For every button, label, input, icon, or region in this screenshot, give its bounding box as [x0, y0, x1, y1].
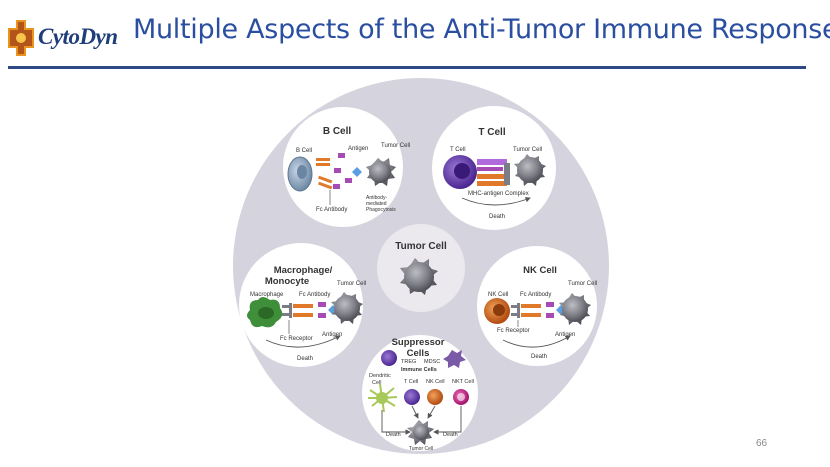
- b-tumor-label: Tumor Cell: [381, 143, 410, 149]
- m-tumor-label: Tumor Cell: [337, 281, 366, 287]
- m-fc-receptor-label: Fc Receptor: [280, 336, 313, 342]
- macrophage-label: Macrophage: [250, 292, 284, 298]
- dendritic-cell-icon: [368, 383, 398, 413]
- slide-title: Multiple Aspects of the Anti-Tumor Immun…: [133, 14, 830, 45]
- phagocytosis-label-3: Phagocytosis: [366, 207, 396, 213]
- m-fc-antibody-label: Fc Antibody: [299, 292, 330, 298]
- immune-cells-label: Immune Cells: [401, 367, 437, 373]
- fc-antibody-icon: [316, 158, 333, 190]
- treg-icon: [381, 350, 397, 366]
- suppressor-panel: Suppressor Cells TREG MDSC Immune Cells …: [362, 335, 478, 452]
- t-tumor-label: Tumor Cell: [513, 147, 542, 153]
- b-antigen-label: Antigen: [348, 146, 368, 152]
- mdsc-label: MDSC: [424, 359, 440, 365]
- nk-cell-title: NK Cell: [523, 265, 557, 276]
- logo-emblem-icon: [8, 20, 34, 56]
- mhc-complex-icon: [477, 159, 510, 186]
- macrophage-title-1: Macrophage/: [274, 265, 333, 276]
- mhc-complex-label: MHC-antigen Complex: [468, 191, 529, 197]
- sup-death-right-label: Death: [443, 432, 458, 438]
- sup-nk-cell-icon: [427, 389, 443, 405]
- tumor-cell-icon: [514, 154, 546, 186]
- b-cell-label: B Cell: [296, 148, 312, 154]
- sup-t-cell-icon: [404, 389, 420, 405]
- t-cell-title: T Cell: [478, 127, 505, 138]
- title-underline: [8, 66, 806, 69]
- cytodyn-logo: CytoDyn: [6, 18, 126, 62]
- nk-antigen-label: Antigen: [555, 332, 575, 338]
- sup-nk-cell-label: NK Cell: [426, 379, 445, 385]
- macrophage-icon: [247, 297, 283, 328]
- logo-text: CytoDyn: [38, 24, 118, 49]
- tumor-cell-icon: [407, 420, 434, 445]
- suppressor-title-1: Suppressor: [392, 337, 445, 348]
- sup-t-cell-label: T Cell: [404, 379, 418, 385]
- nk-label: NK Cell: [488, 292, 508, 298]
- t-cell-label: T Cell: [450, 147, 466, 153]
- b-cell-panel: B Cell B Cell Antigen Tumor Cell Fc Anti…: [283, 107, 410, 227]
- antigen-icon: [333, 153, 362, 189]
- tumor-cell-icon: [366, 158, 396, 186]
- tumor-cell-icon: [400, 258, 438, 295]
- fc-receptor-icon: [511, 303, 520, 318]
- suppressor-title-2: Cells: [407, 348, 430, 359]
- nk-cell-panel: NK Cell NK Cell Fc Antibody Tumor Cell F…: [477, 246, 597, 366]
- tumor-cell-icon: [331, 292, 363, 324]
- tumor-cell-icon: [559, 293, 591, 325]
- treg-label: TREG: [401, 359, 416, 365]
- nk-tumor-label: Tumor Cell: [568, 281, 597, 287]
- slide-header: CytoDyn Multiple Aspects of the Anti-Tum…: [0, 0, 830, 72]
- phagocytosis-label-2: mediated: [366, 201, 387, 207]
- macrophage-panel: Macrophage/ Monocyte Macrophage Fc Antib…: [239, 243, 366, 367]
- m-death-label: Death: [297, 356, 313, 362]
- sup-tumor-label: Tumor Cell: [409, 446, 433, 452]
- m-antigen-label: Antigen: [322, 332, 342, 338]
- nk-death-label: Death: [531, 354, 547, 360]
- t-death-label: Death: [489, 214, 505, 220]
- fc-antibody-icon: [293, 304, 313, 317]
- nk-fc-receptor-label: Fc Receptor: [497, 328, 530, 334]
- page-number: 66: [756, 438, 768, 449]
- t-cell-panel: T Cell T Cell Tumor Cell MHC-antigen Com…: [432, 106, 556, 230]
- mdsc-icon: [443, 350, 466, 368]
- b-fc-antibody-label: Fc Antibody: [316, 207, 347, 213]
- dendritic-label-1: Dendritic: [369, 373, 391, 379]
- b-cell-title: B Cell: [323, 126, 352, 137]
- fc-receptor-icon: [282, 303, 292, 318]
- sup-nkt-cell-label: NKT Cell: [452, 379, 474, 385]
- fc-antibody-icon: [521, 304, 541, 317]
- macrophage-title-2: Monocyte: [265, 276, 309, 287]
- center-tumor-panel: Tumor Cell: [377, 224, 465, 312]
- sup-death-left-label: Death: [386, 432, 401, 438]
- center-tumor-title: Tumor Cell: [395, 241, 447, 252]
- dendritic-label-2: Cell: [372, 380, 381, 386]
- phagocytosis-label-1: Antibody-: [366, 195, 387, 201]
- nk-fc-antibody-label: Fc Antibody: [520, 292, 551, 298]
